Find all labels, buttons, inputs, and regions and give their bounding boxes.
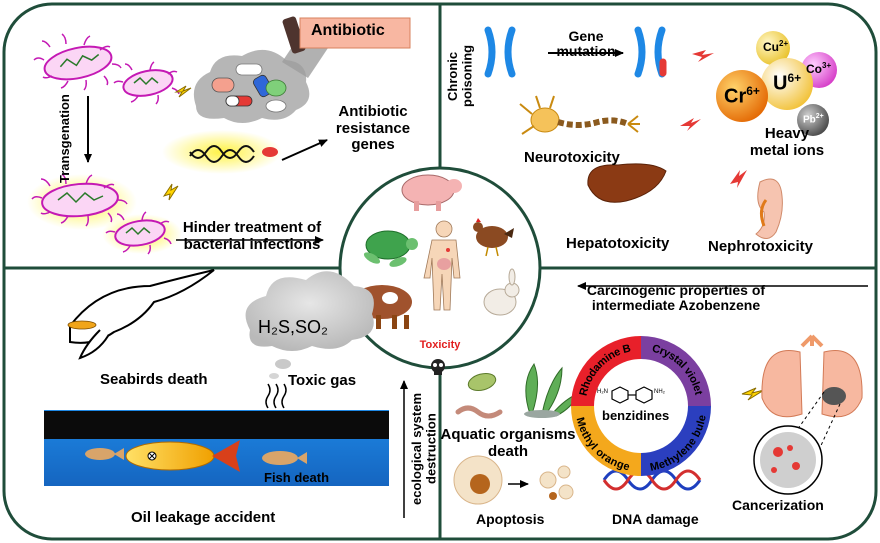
gas-cloud bbox=[245, 271, 374, 379]
neuron bbox=[519, 95, 640, 135]
toxicity-label: Toxicity bbox=[419, 339, 461, 351]
ion-u-label: U6+ bbox=[773, 71, 802, 95]
gene-arrow bbox=[281, 139, 328, 161]
antibiotic-bottle bbox=[282, 16, 411, 54]
small-fish-left bbox=[85, 448, 124, 460]
worm bbox=[455, 405, 503, 419]
cancerization-label: Cancerization bbox=[732, 497, 824, 513]
tumor-magnified bbox=[753, 425, 823, 495]
gene-mutation-label: Gene mutation bbox=[556, 28, 616, 60]
resistance-gene-strand bbox=[189, 145, 278, 163]
ion-cu bbox=[756, 31, 790, 65]
neurotoxicity-label: Neurotoxicity bbox=[524, 149, 620, 166]
ecological-label: ecological system destruction bbox=[409, 393, 439, 505]
ion-u bbox=[761, 58, 813, 110]
nh2-right-label: NH₂ bbox=[654, 389, 665, 395]
ion-cr bbox=[716, 70, 768, 122]
aquatic-death-label: Aquatic organisms death bbox=[440, 426, 576, 460]
lightning-red-1 bbox=[692, 50, 714, 62]
apoptosis-label: Apoptosis bbox=[476, 511, 545, 527]
fish-death-label: Fish death bbox=[264, 470, 330, 485]
lightning-red-2 bbox=[680, 118, 701, 131]
carcinogenic-label: Carcinogenic properties of intermediate … bbox=[586, 282, 766, 314]
seabirds-death-label: Seabirds death bbox=[100, 371, 208, 388]
ion-cu-label: Cu2+ bbox=[763, 39, 789, 54]
ion-cr-label: Cr6+ bbox=[724, 84, 760, 108]
bacterium-top-2 bbox=[113, 61, 180, 105]
bacterium-top-1 bbox=[33, 33, 122, 91]
apoptotic-cell bbox=[453, 455, 503, 505]
bacterium-bottom-2 bbox=[102, 211, 182, 255]
lightning-top-left-1 bbox=[174, 85, 192, 98]
dna-damage-label: DNA damage bbox=[612, 511, 699, 527]
ring-segment-crystal bbox=[641, 336, 711, 406]
lungs bbox=[761, 334, 863, 418]
pig bbox=[401, 174, 462, 211]
transgenation-label: Transgenation bbox=[57, 94, 72, 183]
ring-segment-rhodamine bbox=[571, 336, 641, 406]
chromosome-left bbox=[484, 26, 516, 78]
ring-segment-methylene bbox=[641, 406, 711, 476]
gas-formula-label: H₂S,SO₂ bbox=[258, 317, 328, 337]
lightning-red-group bbox=[680, 50, 747, 188]
heavy-metal-ions-label: Heavy metal ions bbox=[749, 125, 825, 159]
human-body bbox=[423, 220, 461, 311]
kidney bbox=[755, 178, 783, 239]
ion-pb-label: Pb2+ bbox=[803, 113, 824, 126]
rabbit bbox=[483, 268, 520, 316]
hinder-treatment-label: Hinder treatment of bacterial infections bbox=[182, 219, 322, 253]
ion-co-label: Co3+ bbox=[806, 61, 832, 76]
liver bbox=[587, 163, 667, 203]
ion-pb bbox=[797, 104, 829, 136]
lightning-red-3 bbox=[730, 170, 747, 188]
nephrotoxicity-label: Nephrotoxicity bbox=[708, 238, 814, 255]
benzidines-label: benzidines bbox=[602, 408, 670, 423]
oil-slick bbox=[44, 411, 389, 439]
oil-leakage-label: Oil leakage accident bbox=[131, 509, 276, 526]
toxic-gas-label: Toxic gas bbox=[288, 372, 357, 389]
skull-icon bbox=[431, 359, 445, 375]
amoeba bbox=[467, 372, 497, 392]
lightning-top-left-2 bbox=[162, 183, 179, 201]
antibiotic-label: Antibiotic bbox=[311, 22, 385, 39]
gas-wisps bbox=[265, 383, 287, 409]
small-fish-right bbox=[262, 451, 307, 465]
chromosome-right bbox=[634, 26, 667, 78]
hepatotoxicity-label: Hepatotoxicity bbox=[566, 235, 670, 252]
cell-fragments bbox=[539, 465, 574, 500]
benzidine-structure bbox=[611, 386, 653, 404]
bacterium-bottom-1 bbox=[27, 173, 137, 230]
chronic-poisoning-label: Chronic poisoning bbox=[445, 44, 475, 108]
seaweed bbox=[524, 362, 579, 418]
turtle bbox=[363, 230, 418, 267]
big-fish bbox=[125, 440, 240, 472]
nh2-left-label: H₂N bbox=[597, 389, 608, 395]
ring-segment-methyl_orange bbox=[571, 406, 641, 476]
resistance-genes-label: Antibiotic resistance genes bbox=[335, 103, 411, 153]
seagull bbox=[67, 269, 215, 360]
chicken bbox=[473, 218, 514, 257]
benzidine-core bbox=[595, 360, 687, 452]
